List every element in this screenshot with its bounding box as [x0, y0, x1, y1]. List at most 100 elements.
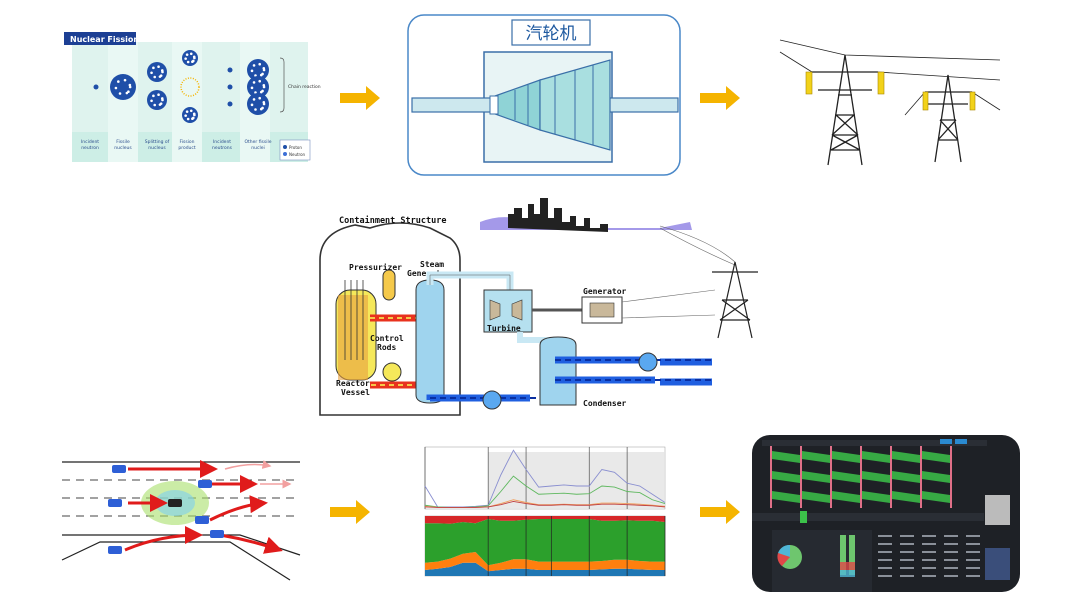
dashboard-button[interactable] — [940, 439, 952, 444]
flow-band — [892, 491, 920, 503]
nucleus-icon — [247, 76, 269, 98]
flow-band — [922, 451, 950, 463]
neutron-icon — [227, 101, 233, 107]
tower-icon — [904, 74, 1001, 163]
fission-title-box — [64, 32, 136, 45]
traffic-lane-diagram — [61, 460, 301, 581]
nucleus-icon — [247, 59, 269, 81]
segment-band — [627, 452, 665, 508]
stacked-area — [425, 519, 665, 566]
monitoring-dashboard — [752, 435, 1020, 592]
neutron-icon — [227, 67, 233, 73]
fission-step-label: Incident — [213, 139, 231, 145]
city-skyline — [508, 198, 608, 232]
traffic-chart — [424, 446, 666, 577]
flow-band — [832, 471, 860, 483]
pressurizer — [382, 269, 396, 301]
pwr-plant-diagram: Containment Structure Pressurizer Steam … — [319, 198, 758, 416]
tower-icon — [779, 39, 1001, 166]
neutron-icon — [227, 84, 233, 90]
flow-band — [802, 471, 830, 483]
reactor-pump — [382, 362, 402, 382]
flow-band — [802, 491, 830, 503]
car-icon — [108, 546, 122, 554]
nucleus-icon — [182, 50, 198, 66]
nucleus-icon — [182, 107, 198, 123]
flow-band — [862, 471, 890, 483]
neutron-icon — [93, 84, 99, 90]
fission-step-label: Fissile — [116, 139, 130, 145]
segment-band — [589, 452, 628, 508]
pressurizer-label: Pressurizer — [349, 262, 402, 272]
flow-band — [892, 451, 920, 463]
fission-step-label: nucleus — [114, 145, 132, 151]
reactor-vessel-label-1: Reactor — [336, 379, 370, 388]
fission-step-label: product — [178, 145, 196, 151]
chain-reaction-label: Chain reaction — [288, 84, 321, 90]
flow-band — [772, 451, 800, 463]
car-icon — [195, 516, 209, 524]
nucleus-icon — [147, 90, 167, 110]
car-icon — [108, 499, 122, 507]
arrow-right-icon — [700, 86, 740, 110]
stacked-area — [425, 516, 665, 524]
cooling-pump — [638, 352, 658, 372]
fission-step-label: neutrons — [212, 145, 233, 151]
flow-band — [922, 491, 950, 503]
steam-generator — [415, 279, 445, 404]
flow-band — [832, 451, 860, 463]
flow-band — [802, 451, 830, 463]
turbine-label: Turbine — [487, 323, 521, 333]
flow-band — [862, 451, 890, 463]
fission-legend — [279, 139, 311, 161]
fission-step-label: nuclei — [251, 145, 264, 151]
flow-band — [892, 471, 920, 483]
condenser — [539, 336, 577, 406]
steam-turbine-panel: 汽轮机 — [407, 14, 681, 176]
vehicles — [108, 465, 224, 554]
flow-arrows — [330, 86, 740, 524]
fission-step-label: Splitting of — [145, 139, 170, 145]
dashboard-button[interactable] — [955, 439, 967, 444]
steam-generator-label-1: Steam — [420, 260, 444, 269]
legend-proton: Proton — [289, 145, 302, 150]
condenser-label: Condenser — [583, 399, 627, 408]
nucleus-icon — [110, 74, 136, 100]
legend-neutron: Neutron — [289, 152, 306, 157]
nuclei-illustrations — [93, 50, 269, 123]
fission-step-label: Fission — [179, 139, 194, 145]
ego-car-icon — [168, 499, 182, 507]
arrow-right-icon — [340, 86, 380, 110]
segment-band — [526, 452, 590, 508]
control-rods-label-1: Control — [370, 334, 404, 343]
control-rods-label-2: Rods — [377, 343, 396, 352]
car-icon — [112, 465, 126, 473]
nuclear-fission-panel: Nuclear Fission IncidentneutronFissilenu… — [64, 32, 321, 162]
fission-step-label: nucleus — [148, 145, 166, 151]
transmission-towers — [779, 39, 1001, 166]
flow-band — [832, 491, 860, 503]
flow-band — [922, 471, 950, 483]
fission-step-label: Incident — [81, 139, 99, 145]
generator-label: Generator — [583, 287, 627, 296]
flow-band — [772, 491, 800, 503]
car-icon — [210, 530, 224, 538]
flow-band — [772, 471, 800, 483]
tower-icon — [712, 261, 758, 339]
fission-step-label: neutron — [81, 145, 99, 151]
series-line — [424, 500, 666, 508]
nucleus-icon — [247, 93, 269, 115]
fission-title: Nuclear Fission — [70, 35, 139, 44]
nucleus-icon — [147, 62, 167, 82]
feedwater-pump — [482, 390, 502, 410]
reactor-vessel-label-2: Vessel — [341, 388, 370, 397]
fission-step-label: Other fissile — [245, 139, 272, 145]
car-icon — [198, 480, 212, 488]
series-line — [424, 449, 666, 508]
arrow-right-icon — [700, 500, 740, 524]
turbine-title: 汽轮机 — [526, 24, 577, 44]
flow-band — [862, 491, 890, 503]
containment-label: Containment Structure — [339, 215, 446, 226]
